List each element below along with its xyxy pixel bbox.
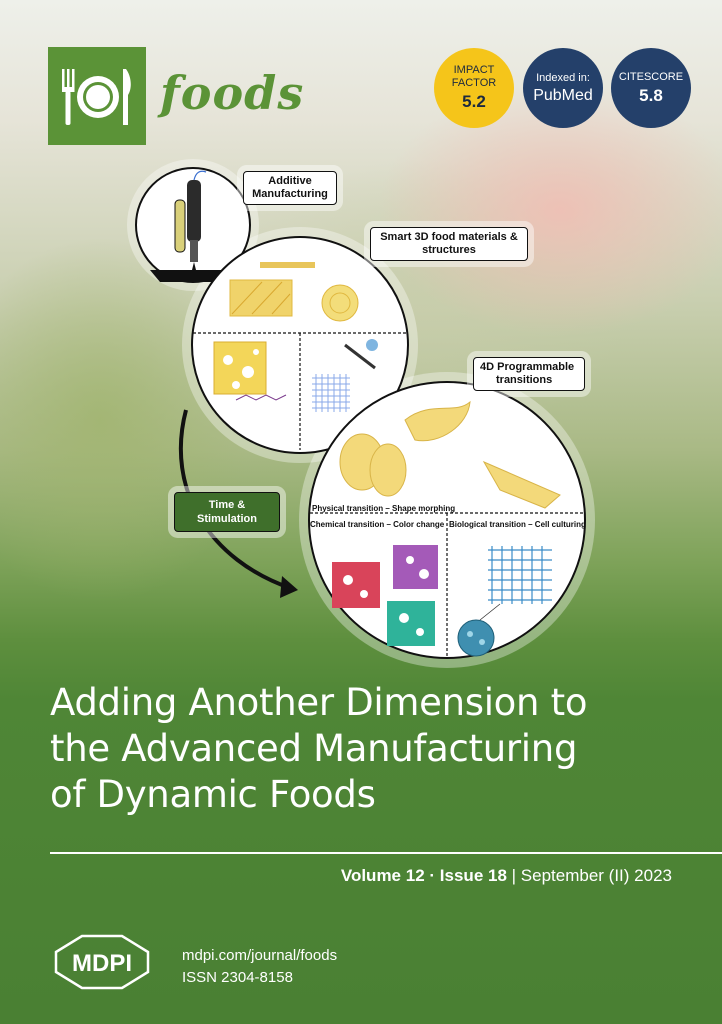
chemical-transition-label: Chemical transition – Color change <box>310 520 445 529</box>
publisher-info: mdpi.com/journal/foods ISSN 2304-8158 <box>182 945 337 989</box>
impact-factor-value: 5.2 <box>462 92 486 111</box>
issue-date: September (II) 2023 <box>520 866 672 885</box>
article-title: Adding Another Dimension to the Advanced… <box>50 680 690 818</box>
title-line-3: of Dynamic Foods <box>50 773 376 816</box>
citescore-label: CITESCORE <box>618 70 684 83</box>
issue-separator: · <box>429 866 436 885</box>
time-stimulation-label: Time & Stimulation <box>174 492 280 532</box>
programmable-transitions-label: 4D Programmable transitions <box>473 357 585 391</box>
title-line-2: the Advanced Manufacturing <box>50 727 578 770</box>
mdpi-logo: MDPI <box>54 934 150 990</box>
title-line-1: Adding Another Dimension to <box>50 681 588 724</box>
volume: Volume 12 <box>340 866 425 885</box>
issue-info: Volume 12 · Issue 18 | September (II) 20… <box>341 866 672 886</box>
additive-manufacturing-circle <box>135 167 251 283</box>
impact-factor-label-2: FACTOR <box>451 77 497 89</box>
physical-transition-label: Physical transition – Shape morphing <box>312 504 456 513</box>
smart-materials-circle <box>191 236 409 454</box>
journal-url[interactable]: mdpi.com/journal/foods <box>182 947 338 964</box>
impact-factor-label-1: IMPACT <box>453 64 495 76</box>
issue-divider: | <box>511 866 517 885</box>
indexed-value: PubMed <box>533 86 593 104</box>
biological-transition-label: Biological transition – Cell culturing <box>449 520 586 529</box>
plate-cutlery-icon <box>62 69 131 125</box>
citescore-badge[interactable]: CITESCORE 5.8 <box>611 48 691 128</box>
indexed-label: Indexed in: <box>536 71 590 84</box>
citescore-value: 5.8 <box>639 85 663 105</box>
impact-factor-badge[interactable]: IMPACT FACTOR 5.2 <box>434 48 514 128</box>
journal-name: foods <box>160 66 305 120</box>
additive-manufacturing-label: Additive Manufacturing <box>243 171 337 205</box>
mdpi-logo-text: MDPI <box>72 950 132 977</box>
smart-materials-label: Smart 3D food materials & structures <box>370 227 528 261</box>
pubmed-badge[interactable]: Indexed in: PubMed <box>523 48 603 128</box>
issue-number: Issue 18 <box>439 866 507 885</box>
programmable-transitions-circle <box>308 381 586 659</box>
issn: ISSN 2304-8158 <box>182 969 293 986</box>
graphical-abstract <box>135 167 586 659</box>
divider-line <box>50 852 722 854</box>
journal-logo <box>48 47 146 145</box>
